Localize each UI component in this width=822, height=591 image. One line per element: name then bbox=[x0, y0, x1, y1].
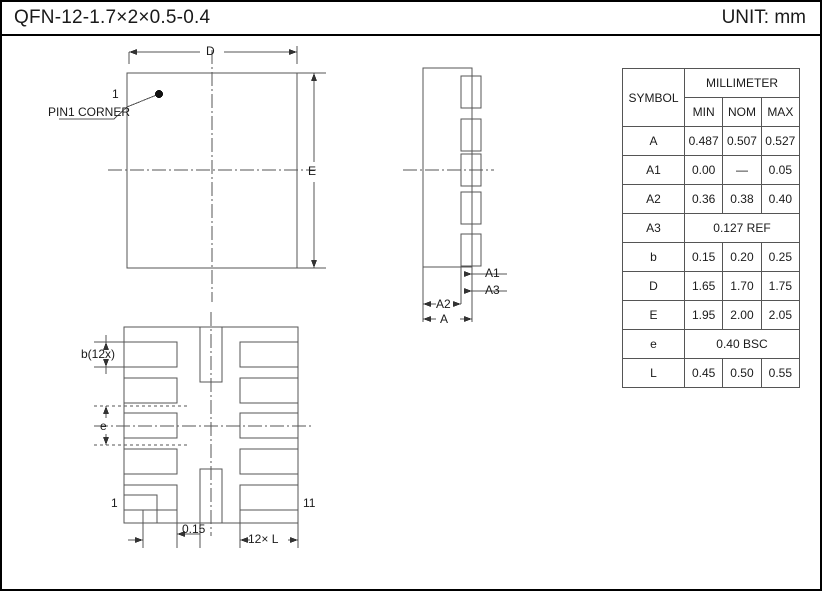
cell-max: 2.05 bbox=[760, 300, 801, 330]
cell-min: 0.45 bbox=[683, 358, 724, 388]
cell-max: 0.55 bbox=[760, 358, 801, 388]
label-dim-e: E bbox=[308, 164, 317, 178]
cell-symbol: L bbox=[622, 358, 685, 388]
bottom-view-outline bbox=[123, 326, 299, 524]
title-bar: QFN-12-1.7×2×0.5-0.4 UNIT: mm bbox=[2, 2, 820, 36]
cell-max: 0.40 bbox=[760, 184, 801, 214]
label-lead-width: b(12x) bbox=[81, 347, 116, 361]
top-view-outline bbox=[126, 72, 298, 269]
label-pin-last: 11 bbox=[303, 496, 316, 510]
header-max: MAX bbox=[760, 97, 801, 127]
dimension-e-pitch bbox=[94, 405, 190, 446]
cell-span-value: 0.40 BSC bbox=[683, 329, 801, 359]
label-pitch: e bbox=[100, 419, 107, 433]
label-pin1-corner: PIN1 CORNER bbox=[48, 105, 131, 119]
header-min: MIN bbox=[683, 97, 724, 127]
cell-min: 0.487 bbox=[683, 126, 724, 156]
cell-min: 0.36 bbox=[683, 184, 724, 214]
label-dim-a3: A3 bbox=[485, 283, 500, 297]
cell-nom: — bbox=[722, 155, 762, 185]
cell-symbol: e bbox=[622, 329, 685, 359]
cell-min: 0.00 bbox=[683, 155, 724, 185]
bottom-view-centerlines bbox=[94, 312, 314, 536]
dimension-table-head: SYMBOL MILLIMETER MIN NOM MAX bbox=[622, 68, 801, 127]
cell-max: 0.25 bbox=[760, 242, 801, 272]
cell-symbol: A1 bbox=[622, 155, 685, 185]
cell-min: 1.65 bbox=[683, 271, 724, 301]
cell-nom: 1.70 bbox=[722, 271, 762, 301]
cell-max: 0.05 bbox=[760, 155, 801, 185]
cell-symbol: A2 bbox=[622, 184, 685, 214]
cell-nom: 0.20 bbox=[722, 242, 762, 272]
package-title: QFN-12-1.7×2×0.5-0.4 bbox=[14, 7, 211, 28]
cell-nom: 0.38 bbox=[722, 184, 762, 214]
label-dim-d: D bbox=[206, 44, 215, 58]
header-symbol: SYMBOL bbox=[622, 68, 685, 127]
cell-nom: 0.507 bbox=[722, 126, 762, 156]
cell-min: 1.95 bbox=[683, 300, 724, 330]
unit-label: UNIT: mm bbox=[721, 7, 806, 28]
header-nom: NOM bbox=[722, 97, 762, 127]
cell-max: 1.75 bbox=[760, 271, 801, 301]
label-corner-offset: 0.15 bbox=[182, 522, 206, 536]
cell-nom: 0.50 bbox=[722, 358, 762, 388]
cell-span-value: 0.127 REF bbox=[683, 213, 801, 243]
label-dim-a2: A2 bbox=[436, 297, 451, 311]
table-header-row-1: SYMBOL MILLIMETER bbox=[622, 68, 801, 127]
label-lead-length: 12× L bbox=[248, 532, 279, 546]
cell-max: 0.527 bbox=[760, 126, 801, 156]
top-view-centerlines bbox=[108, 50, 316, 302]
label-dim-a: A bbox=[440, 312, 449, 326]
cell-symbol: A bbox=[622, 126, 685, 156]
header-millimeter: MILLIMETER bbox=[683, 68, 801, 98]
cell-nom: 2.00 bbox=[722, 300, 762, 330]
side-view-outline bbox=[422, 67, 482, 268]
cell-symbol: b bbox=[622, 242, 685, 272]
label-dim-a1: A1 bbox=[485, 266, 500, 280]
cell-symbol: D bbox=[622, 271, 685, 301]
cell-symbol: A3 bbox=[622, 213, 685, 243]
label-pin1-number: 1 bbox=[112, 87, 119, 101]
label-pin-first: 1 bbox=[111, 496, 118, 510]
cell-symbol: E bbox=[622, 300, 685, 330]
cell-min: 0.15 bbox=[683, 242, 724, 272]
